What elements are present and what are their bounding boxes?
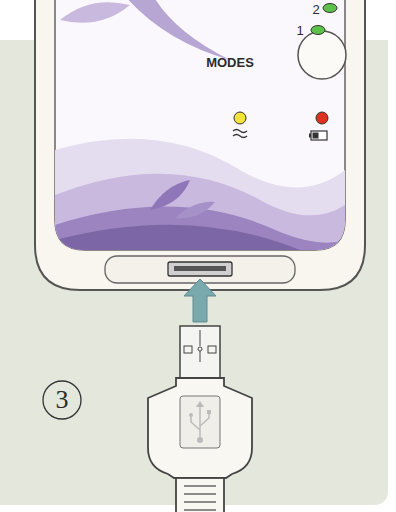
usb-cable <box>176 478 224 512</box>
usb-port <box>168 262 232 276</box>
led-number: 2 <box>312 3 319 16</box>
cable-ridges <box>184 486 216 510</box>
button-label: MODES <box>206 56 254 69</box>
insert-arrow <box>184 279 216 322</box>
modes-button <box>298 31 346 79</box>
charge-led <box>316 112 328 124</box>
usb-logo-inset <box>180 396 220 448</box>
device-housing <box>35 0 365 290</box>
led-number: 1 <box>296 24 303 37</box>
mode-led <box>323 4 337 13</box>
usb-plug-connector <box>180 326 220 378</box>
purple-swooshes <box>55 0 345 260</box>
usb-plug-body <box>148 378 252 478</box>
wave-symbol <box>233 130 247 138</box>
callout-number: 3 <box>56 387 69 413</box>
battery-icon <box>309 131 327 140</box>
callout-circle <box>43 381 81 419</box>
usb-port-slot <box>174 266 226 271</box>
step-number-circle: 3 <box>42 380 82 420</box>
usb-logo <box>189 401 211 443</box>
mode-led <box>311 26 325 35</box>
status-led <box>234 112 246 124</box>
